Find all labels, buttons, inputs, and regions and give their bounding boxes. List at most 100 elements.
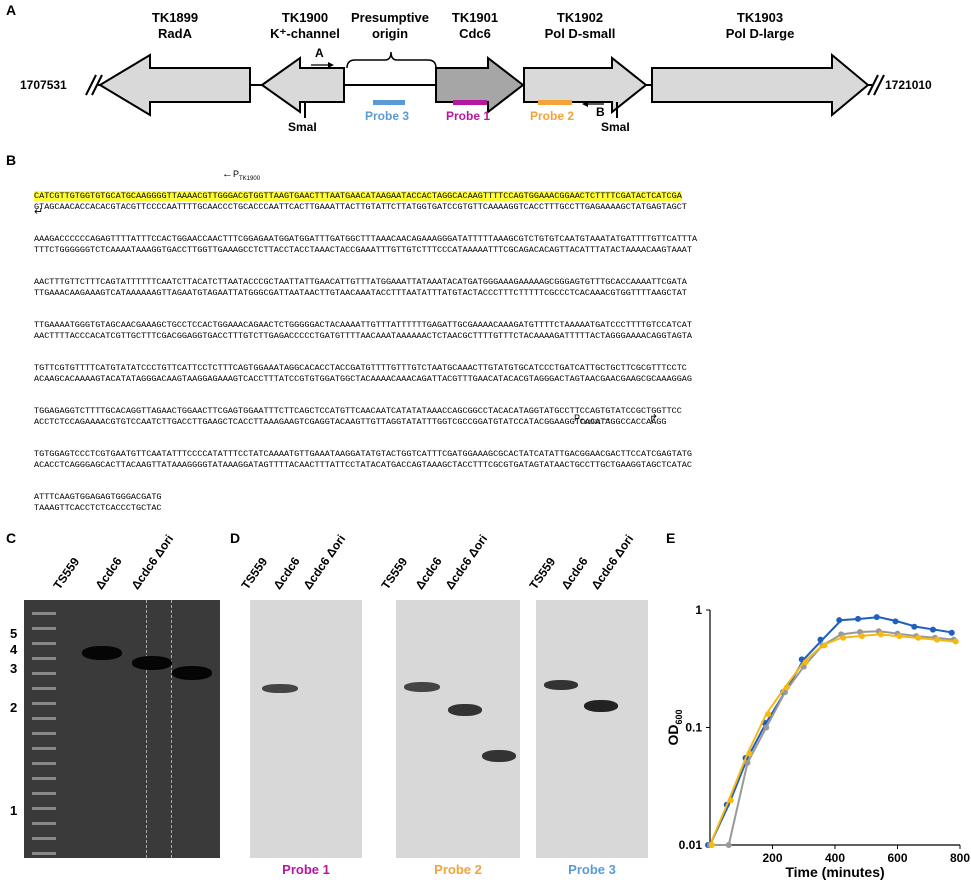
left-coordinate: 1707531 [20,78,67,92]
blot2-label: Probe 2 [434,862,482,877]
gene-map [85,51,885,118]
agarose-gel [24,600,220,858]
x-tick-label-1: 400 [825,851,845,865]
series-0-point [855,615,861,622]
blot3-band-ts559 [544,680,578,690]
smai-right-label: SmaI [601,120,630,134]
series-0-point [873,614,880,621]
seq-r4-bottom: AACTTTTACCCACATCGTTGCTTTCGACGGAGGTGACCTT… [34,331,693,341]
series-1-point [744,759,751,766]
sequence-row-4: TTGAAAATGGGTGTAGCAACGAAAGCTGCCTCCACTGGAA… [34,309,692,342]
series-2-point [746,750,753,757]
y-tick-label-2: 1 [695,603,702,617]
gel-lane-dcdc6-dori: Δcdc6 Δori [128,532,177,592]
series-2-point [877,631,884,638]
seq-r5-top: TGTTCGTGTTTTCATGTATATCCCTGTTCATTCCTCTTTC… [34,363,687,373]
series-0-point [836,617,843,624]
sequence-row-7: TGTGGAGTCCCTCGTGAATGTTCAATATTTCCCCATATTT… [34,438,692,471]
series-2-point [709,842,715,848]
series-2-line [709,633,954,846]
primer-a-label: A [315,46,324,60]
panel-a-label: A [6,2,17,18]
sequence-row-5: TGTTCGTGTTTTCATGTATATCCCTGTTCATTCCTCTTTC… [34,352,692,385]
x-axis-label: Time (minutes) [785,864,884,880]
series-2-point [727,797,734,804]
primer-b-label: B [596,105,605,119]
seq-r6-bottom: ACCTCTCCAGAAAACGTGTCCAATCTTGACCTTGAAGCTC… [34,417,667,427]
right-coordinate: 1721010 [885,78,932,92]
blot3-label: Probe 3 [568,862,616,877]
blot3-lane-ts559: TS559 [526,555,559,592]
marker-size-1: 1 [10,803,18,818]
seq-r2-top: AAAGACCCCCCAGAGTTTTATTTCCACTGGAACCAACTTT… [34,234,698,244]
southern-blot-probe-1 [250,600,362,858]
seq-r8-bottom: TAAAGTTCACCTCTCACCCTGCTAC [34,503,162,513]
probe-3-label: Probe 3 [365,109,410,123]
blot1-lane-ts559: TS559 [238,555,271,592]
series-2-point [802,659,809,666]
panel-d-label: D [230,530,241,546]
seq-r3-top: AACTTTGTTCTTTCAGTATTTTTTCAATCTTACATCTTAA… [34,277,687,287]
promoter-tk1900-label: ←PTK1900 [222,168,261,182]
marker-size-2: 2 [10,700,18,715]
gene-tk1900-arrow [260,56,345,114]
panel-e-label: E [666,530,676,546]
smai-left-label: SmaI [288,120,317,134]
gel-lane-ts559: TS559 [50,555,83,592]
blot3-band-dcdc6 [584,700,618,712]
panel-b-label: B [6,152,17,168]
gel-band-dcdc6-dori [172,666,212,680]
series-1-point [763,724,770,731]
series-2-point [952,638,959,645]
blot2-band-dcdc6-dori [482,750,516,762]
series-0-point [930,626,936,633]
probe-3-bar [373,100,405,105]
x-tick-label-2: 600 [887,851,907,865]
series-0-point [948,629,955,636]
seq-r7-bottom: ACACCTCAGGGAGCACTTACAAGTTATAAAGGGGTATAAA… [34,460,693,470]
blot2-lane-dcdc6-dori: Δcdc6 Δori [442,532,491,592]
gene-tk1901-arrow [435,55,525,115]
probe-1-bar [453,100,487,105]
sequence-row-8: ATTTCAAGTGGAGAGTGGGACGATG TAAAGTTCACCTCT… [34,481,162,514]
series-1-line [710,630,954,846]
gel-band-dcdc6 [132,656,172,670]
y-axis-label: OD600 [665,709,684,745]
gel-band-ts559 [82,646,122,660]
tss-tk1901-arrow: ↱ [649,413,659,425]
sequence-row-6: TGGAGAGGTCTTTTGCACAGGTTAGAACTGGAACTTCGAG… [34,395,682,428]
blot2-band-dcdc6 [448,704,482,716]
x-tick-label-3: 800 [950,851,970,865]
series-0-point [817,636,824,643]
blot2-band-ts559 [404,682,440,692]
y-tick-label-1: 0.1 [685,721,702,735]
gene-tk1899-arrow [98,53,251,117]
blot2-lane-dcdc6: Δcdc6 [412,554,445,592]
seq-r4-top: TTGAAAATGGGTGTAGCAACGAAAGCTGCCTCCACTGGAA… [34,320,693,330]
x-tick-label-0: 200 [762,851,782,865]
panel-c-label: C [6,530,17,546]
probe-1-label: Probe 1 [446,109,491,123]
series-2-point [784,684,790,691]
series-2-point [934,636,940,643]
marker-size-5: 5 [10,626,18,641]
seq-r3-bottom: TTGAAACAAGAAAGTCATAAAAAAGTTAGAATGTAGAATT… [34,288,687,298]
sequence-row-3: AACTTTGTTCTTTCAGTATTTTTTCAATCTTACATCTTAA… [34,266,687,299]
seq-r1-top: CATCGTTGTGGTGTGCATGCAAGGGGTTAAAACGTTGGGA… [34,191,682,201]
blot1-lane-dcdc6: Δcdc6 [270,554,303,592]
series-2-point [915,634,922,641]
series-2-point [859,633,865,640]
seq-r1-bottom: GTAGCAACACCACACGTACGTTCCCCAATTTTGCAACCCT… [34,202,687,212]
series-2-point [821,642,828,649]
marker-size-3: 3 [10,661,18,676]
series-0-point [911,623,918,630]
blot1-lane-dcdc6-dori: Δcdc6 Δori [300,532,349,592]
probe-2-bar [538,100,572,105]
seq-r6-top: TGGAGAGGTCTTTTGCACAGGTTAGAACTGGAACTTCGAG… [34,406,682,416]
series-2-point [840,634,847,641]
